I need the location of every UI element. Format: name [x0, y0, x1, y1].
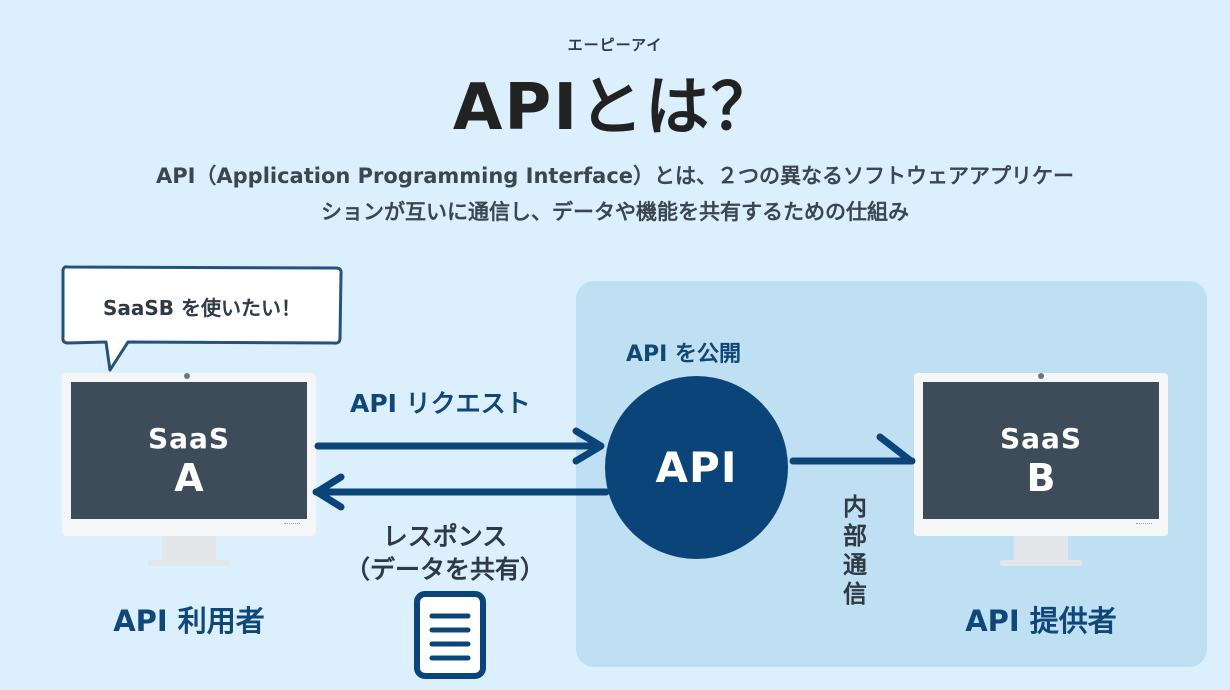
internal-char-3: 通: [843, 551, 867, 579]
buttons-icon: [284, 523, 300, 527]
internal-arrowhead-top: [876, 433, 915, 465]
saas-b-screen: SaaS B: [923, 382, 1159, 519]
speech-bubble-text: SaaSB を使いたい！: [102, 296, 301, 320]
page-title: APIとは？: [452, 71, 778, 145]
request-arrowhead: [572, 427, 605, 465]
api-provider-caption: API 提供者: [965, 604, 1117, 638]
internal-communication-label: 内 部 通 信: [840, 493, 870, 609]
subtitle-line-2: ションが互いに通信し、データや機能を共有するための仕組み: [321, 200, 909, 224]
request-label: API リクエスト: [350, 389, 531, 418]
response-label-line1: レスポンス: [382, 522, 508, 551]
internal-char-1: 内: [843, 493, 867, 521]
response-arrowhead: [313, 473, 345, 511]
response-label: レスポンス （データを共有）: [338, 520, 552, 586]
saas-a-line1: SaaS: [147, 422, 231, 455]
speech-bubble-icon: [61, 265, 343, 372]
saas-a-line2: A: [174, 456, 204, 500]
saas-a-monitor: SaaS A: [62, 373, 316, 536]
camera-icon: [184, 373, 190, 379]
subtitle-line-1: API（Application Programming Interface）とは…: [155, 164, 1075, 188]
api-user-caption: API 利用者: [113, 604, 265, 638]
api-circle: API: [605, 376, 788, 559]
saas-b-stand: [1014, 536, 1068, 560]
panel-label: API を公開: [626, 342, 741, 367]
saas-b-base: [1000, 560, 1082, 566]
internal-char-2: 部: [843, 522, 867, 550]
saas-b-monitor: SaaS B: [914, 373, 1168, 536]
saas-a-stand: [162, 536, 216, 560]
document-icon: [414, 591, 486, 679]
saas-b-line2: B: [1026, 456, 1056, 500]
internal-char-4: 信: [843, 580, 867, 608]
title-ruby: エーピーアイ: [567, 36, 663, 54]
saas-a-base: [148, 560, 230, 566]
camera-icon: [1038, 373, 1044, 379]
buttons-icon: [1136, 523, 1152, 527]
saas-a-screen: SaaS A: [71, 382, 307, 519]
response-label-line2: （データを共有）: [344, 555, 545, 584]
saas-b-line1: SaaS: [999, 422, 1083, 455]
page-subtitle: API（Application Programming Interface）とは…: [60, 158, 1170, 230]
